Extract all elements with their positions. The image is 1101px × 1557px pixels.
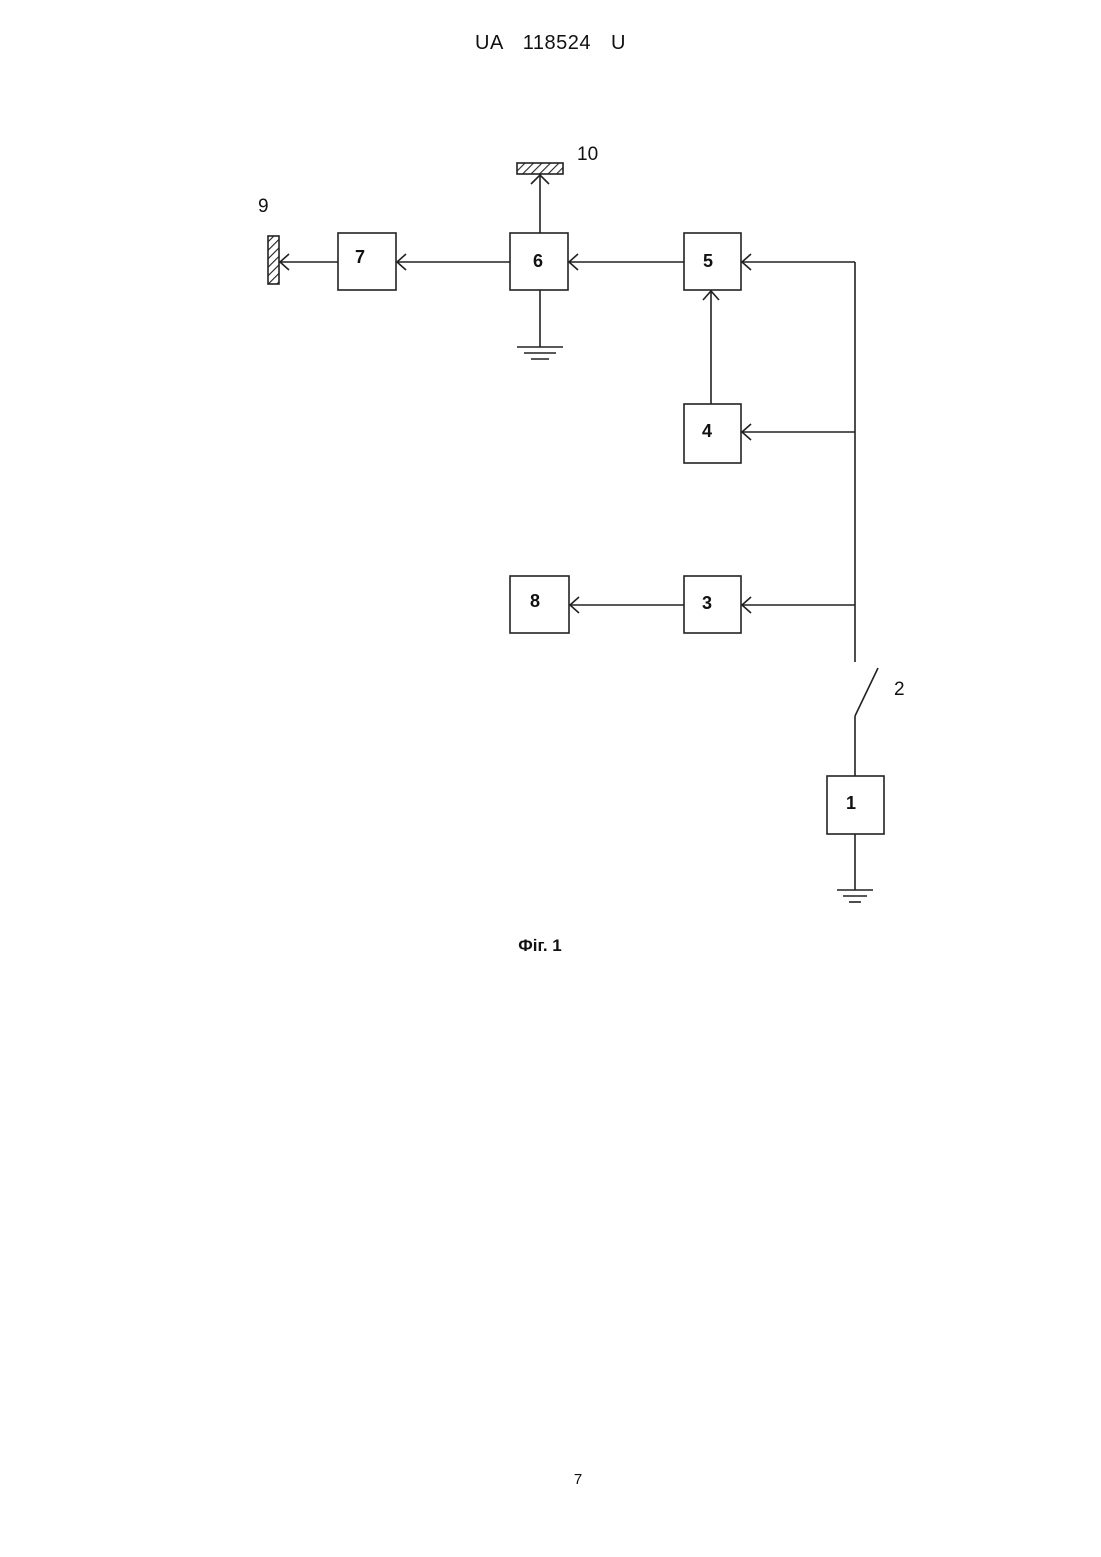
block-3-label: 3 [702,593,712,613]
block-1: 1 [827,776,884,834]
circuit-diagram: 5 6 7 4 3 8 1 10 9 2 [0,0,1101,1000]
block-5-label: 5 [703,251,713,271]
figure-caption: Фіг. 1 [0,936,1080,956]
switch-2-contact [855,668,878,716]
block-8-label: 8 [530,591,540,611]
block-4: 4 [684,404,741,463]
electrode-9 [268,236,279,284]
block-7-label: 7 [355,247,365,267]
ref-label-10: 10 [577,144,598,165]
block-8: 8 [510,576,569,633]
ground-symbol-block-6 [517,347,563,359]
block-4-label: 4 [702,421,712,441]
electrode-10 [517,163,563,174]
ref-label-2: 2 [894,679,905,700]
block-6-label: 6 [533,251,543,271]
block-5: 5 [684,233,741,290]
block-6: 6 [510,233,568,290]
page-number: 7 [0,1471,1101,1488]
ref-label-9: 9 [258,196,269,217]
block-3: 3 [684,576,741,633]
ground-symbol-block-1 [837,890,873,902]
block-7: 7 [338,233,396,290]
block-1-label: 1 [846,793,856,813]
